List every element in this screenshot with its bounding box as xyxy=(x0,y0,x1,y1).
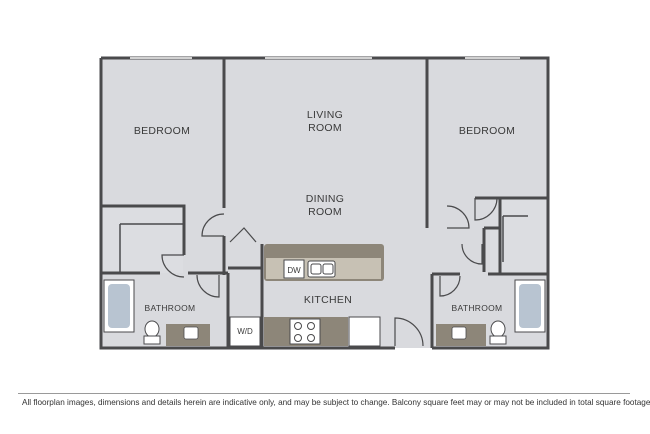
floor xyxy=(101,58,548,348)
dining-room-label-line2: ROOM xyxy=(308,206,342,218)
dining-room-label-line1: DINING xyxy=(306,193,345,205)
washer-dryer: W/D xyxy=(237,327,253,336)
kitchen-sink xyxy=(307,260,336,278)
bathroom-left-label: BATHROOM xyxy=(145,303,196,313)
bedroom-right-label: BEDROOM xyxy=(459,125,515,137)
room-labels: BEDROOM BEDROOM LIVING ROOM DINING ROOM … xyxy=(134,109,515,313)
kitchen-label: KITCHEN xyxy=(304,294,352,306)
bedroom-left-label: BEDROOM xyxy=(134,125,190,137)
dishwasher: DW xyxy=(283,259,305,279)
stove-burners xyxy=(294,322,315,342)
disclaimer-divider xyxy=(18,393,630,394)
dishwasher-label: DW xyxy=(287,266,301,275)
bathroom-left-fixtures xyxy=(103,279,210,346)
disclaimer-text: All floorplan images, dimensions and det… xyxy=(22,398,650,407)
washer-dryer-label: W/D xyxy=(237,327,253,336)
bathroom-right-fixtures xyxy=(436,279,546,346)
living-room-label-line2: ROOM xyxy=(308,122,342,134)
living-room-label-line1: LIVING xyxy=(307,109,343,121)
bathroom-right-label: BATHROOM xyxy=(452,303,503,313)
interior-walls xyxy=(101,58,548,348)
door-swings xyxy=(161,197,498,347)
